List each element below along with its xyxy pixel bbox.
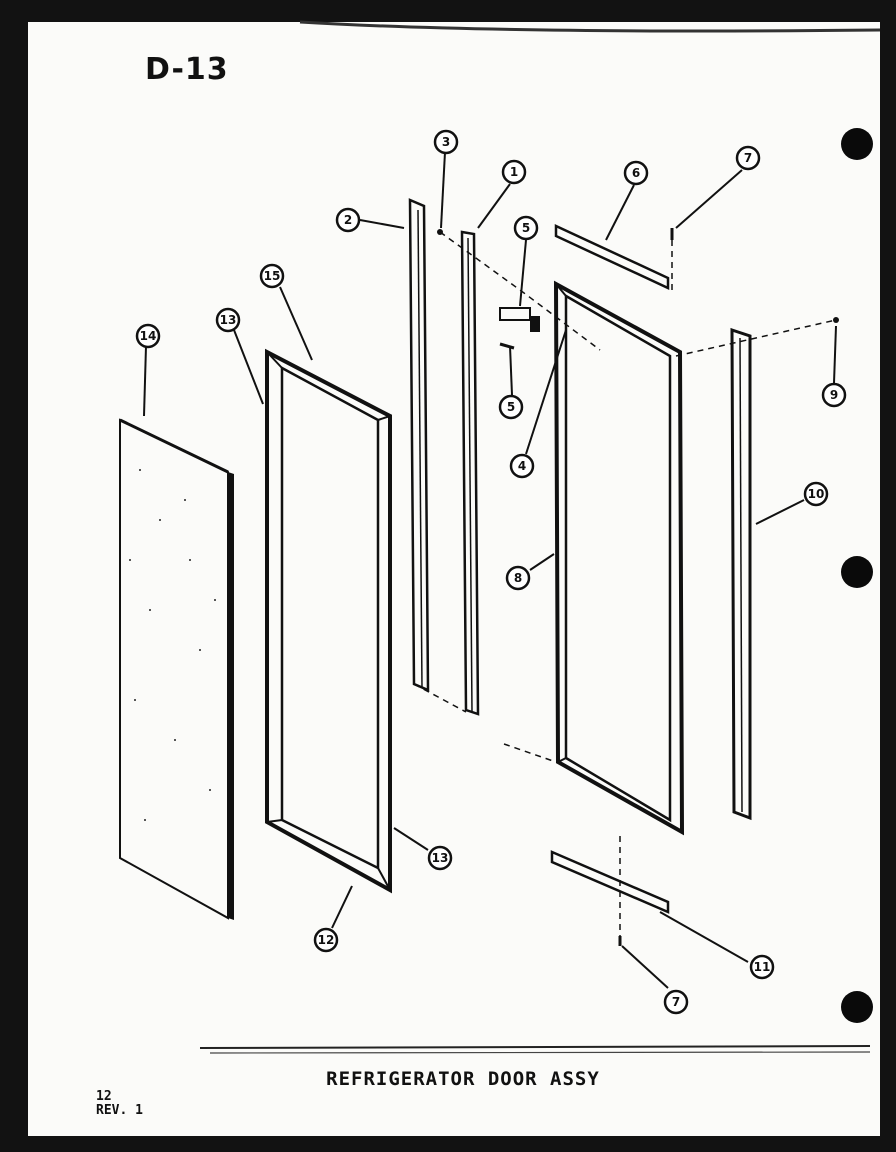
callout-5-lower: 5: [498, 394, 524, 420]
callout-13-lower: 13: [427, 845, 453, 871]
part-8-door-frame: [553, 280, 685, 836]
callout-11: 11: [749, 954, 775, 980]
svg-text:13: 13: [432, 851, 449, 865]
binder-hole-bottom: [841, 991, 873, 1023]
svg-text:5: 5: [507, 400, 515, 414]
callout-9: 9: [821, 382, 847, 408]
callout-5-upper: 5: [513, 215, 539, 241]
svg-text:14: 14: [140, 329, 157, 343]
callout-14: 14: [135, 323, 161, 349]
diagram-title: REFRIGERATOR DOOR ASSY: [326, 1068, 600, 1090]
alignment-lines: [413, 231, 837, 936]
svg-text:5: 5: [522, 221, 530, 235]
callout-1: 1: [501, 159, 527, 185]
callout-2: 2: [335, 207, 361, 233]
svg-text:10: 10: [808, 487, 825, 501]
callout-10: 10: [803, 481, 829, 507]
part-1-trim-strip: [460, 230, 480, 716]
svg-text:2: 2: [344, 213, 352, 227]
part-11-bottom-cap: [550, 850, 670, 914]
svg-text:6: 6: [632, 166, 640, 180]
svg-text:9: 9: [830, 388, 838, 402]
callout-7-upper: 7: [735, 145, 761, 171]
svg-text:3: 3: [442, 135, 450, 149]
callout-13-frame: 13: [215, 307, 241, 333]
callout-15: 15: [259, 263, 285, 289]
callout-7-lower: 7: [663, 989, 689, 1015]
binder-hole-top: [841, 128, 873, 160]
svg-text:8: 8: [514, 571, 522, 585]
part-13-breaker-frame: [265, 348, 392, 894]
binder-hole-middle: [841, 556, 873, 588]
part-2-trim-strip: [408, 198, 430, 692]
part-9-screw: [833, 317, 839, 323]
svg-text:11: 11: [754, 960, 771, 974]
page-number: 12: [96, 1089, 112, 1104]
svg-text:4: 4: [518, 459, 526, 473]
revision-label: REV. 1: [96, 1103, 143, 1118]
svg-text:15: 15: [264, 269, 281, 283]
callouts: 14 13 15 2 3 1: [135, 129, 847, 1015]
page-code: D-13: [145, 52, 229, 87]
leader-lines: [143, 151, 837, 989]
svg-text:7: 7: [672, 995, 680, 1009]
callout-8: 8: [505, 565, 531, 591]
callout-6: 6: [623, 160, 649, 186]
callout-12: 12: [313, 927, 339, 953]
svg-text:12: 12: [318, 933, 335, 947]
svg-text:7: 7: [744, 151, 752, 165]
callout-4: 4: [509, 453, 535, 479]
page-footer: 12 REV. 1: [96, 1090, 143, 1118]
part-10-handle: [730, 327, 752, 821]
svg-text:1: 1: [510, 165, 518, 179]
part-14-inner-panel: [119, 418, 234, 920]
callout-3: 3: [433, 129, 459, 155]
part-6-top-cap: [554, 224, 670, 290]
part-5-hinge-hardware: [499, 307, 540, 350]
svg-text:13: 13: [220, 313, 237, 327]
